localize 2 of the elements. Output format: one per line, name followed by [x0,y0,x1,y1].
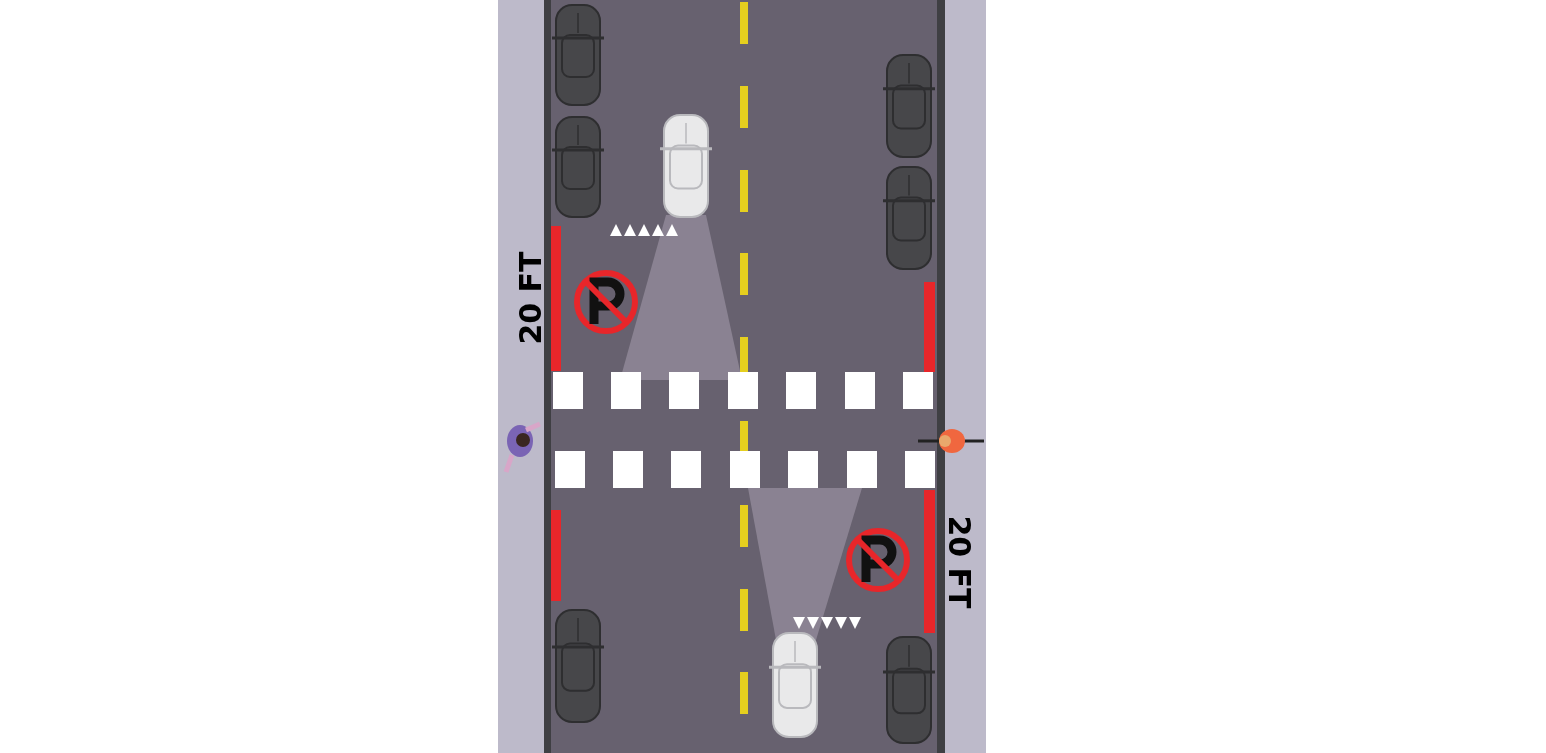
dimension-label: 20 FT [515,251,546,345]
dimension-label: 20 FT [943,515,974,609]
